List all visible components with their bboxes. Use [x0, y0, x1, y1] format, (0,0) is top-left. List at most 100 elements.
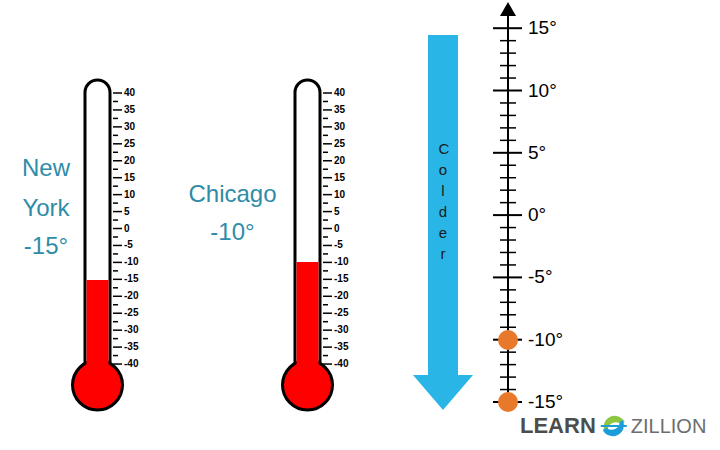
- scale-tick: [323, 236, 328, 238]
- number-line-label: 15°: [528, 16, 557, 40]
- scale-tick: [323, 143, 332, 145]
- scale-tick: [323, 177, 332, 179]
- scale-tick: [113, 152, 118, 154]
- scale-number: 35: [124, 103, 135, 117]
- scale-number: 25: [124, 137, 135, 151]
- number-line-tick: [500, 140, 516, 142]
- scale-tick: [113, 355, 118, 357]
- scale-number: -5: [334, 238, 343, 252]
- thermometer: [73, 80, 123, 410]
- number-line-ticks: [493, 28, 522, 402]
- number-line-tick: [500, 314, 516, 316]
- scale-number: 15: [334, 171, 345, 185]
- temperature-value: -15°: [8, 226, 84, 266]
- scale-number: -5: [124, 238, 133, 252]
- scale-number: -25: [124, 306, 138, 320]
- colder-arrow: Colder: [413, 35, 473, 410]
- number-line-tick: [500, 239, 516, 241]
- number-line-tick: [493, 152, 522, 154]
- scale-tick: [113, 202, 118, 204]
- number-line-label: 0°: [528, 203, 546, 227]
- scale-tick: [323, 363, 332, 365]
- number-line-tick: [500, 40, 516, 42]
- number-line-tick: [500, 165, 516, 167]
- scale-tick: [113, 236, 118, 238]
- scale-tick: [113, 177, 122, 179]
- scale-tick: [113, 194, 122, 196]
- scale-number: 40: [124, 86, 135, 100]
- scale-tick: [323, 228, 332, 230]
- mercury: [87, 280, 109, 385]
- scale-tick: [113, 253, 118, 255]
- scale-tick: [323, 92, 332, 94]
- scale-tick: [113, 287, 118, 289]
- scale-tick: [323, 338, 328, 340]
- temperature-value: -10°: [175, 212, 290, 252]
- arrow-label: Colder: [439, 138, 448, 264]
- mercury: [297, 262, 319, 385]
- scale-number: -35: [124, 340, 138, 354]
- number-line-tick: [500, 227, 516, 229]
- scale-number: -35: [334, 340, 348, 354]
- scale-tick: [323, 118, 328, 120]
- scale-number: 20: [334, 154, 345, 168]
- scale-tick: [323, 109, 332, 111]
- number-line-label: 5°: [528, 141, 546, 165]
- logo-text: ZILLION: [631, 413, 707, 439]
- scale-number: -25: [334, 306, 348, 320]
- scale-tick: [323, 152, 328, 154]
- scale-tick: [113, 160, 122, 162]
- scale-number: 30: [334, 120, 345, 134]
- number-line-tick: [500, 77, 516, 79]
- scale-tick: [113, 109, 122, 111]
- scale-tick: [113, 346, 122, 348]
- arrow-shape: [413, 35, 473, 410]
- number-line-tick: [500, 189, 516, 191]
- scale-tick: [323, 194, 332, 196]
- scale-tick: [323, 262, 332, 264]
- scale-tick: [113, 168, 118, 170]
- logo-swoosh: [601, 425, 627, 427]
- scale-tick: [113, 363, 122, 365]
- scale-tick: [323, 321, 328, 323]
- scale-tick: [323, 355, 328, 357]
- scale-number: -15: [124, 272, 138, 286]
- scale-tick: [323, 202, 328, 204]
- scale-tick: [323, 101, 328, 103]
- scale-tick: [323, 304, 328, 306]
- scale-tick: [323, 296, 332, 298]
- scale-tick: [323, 312, 332, 314]
- scale-tick: [113, 92, 122, 94]
- logo-text: LEARN: [520, 413, 596, 439]
- scale-number: -10: [124, 255, 138, 269]
- scale-tick: [113, 329, 122, 331]
- scale-tick: [323, 135, 328, 137]
- scale-number: -20: [334, 289, 348, 303]
- scale-number: 10: [124, 188, 135, 202]
- number-line-tick: [500, 127, 516, 129]
- logo-swoosh: [603, 420, 624, 436]
- scale-tick: [113, 296, 122, 298]
- logo-icon: [601, 416, 627, 436]
- scale-ticks: [113, 93, 332, 364]
- number-line-tick: [500, 177, 516, 179]
- city-name: New York: [8, 148, 84, 228]
- scale-number: -20: [124, 289, 138, 303]
- scale-number: -30: [334, 323, 348, 337]
- number-line-label: -15°: [528, 390, 563, 414]
- scale-tick: [113, 245, 122, 247]
- scale-tick: [113, 185, 118, 187]
- number-line-tick: [500, 102, 516, 104]
- number-line-tick: [500, 202, 516, 204]
- number-line-tick: [493, 214, 522, 216]
- number-line-tick: [500, 252, 516, 254]
- scale-number: 15: [124, 171, 135, 185]
- arrow-fill: [413, 35, 473, 410]
- number-line-tick: [500, 389, 516, 391]
- city-name: Chicago: [175, 174, 290, 214]
- scale-tick: [113, 304, 118, 306]
- scale-tick: [113, 262, 122, 264]
- scale-number: -10: [334, 255, 348, 269]
- thermometer: [283, 80, 333, 410]
